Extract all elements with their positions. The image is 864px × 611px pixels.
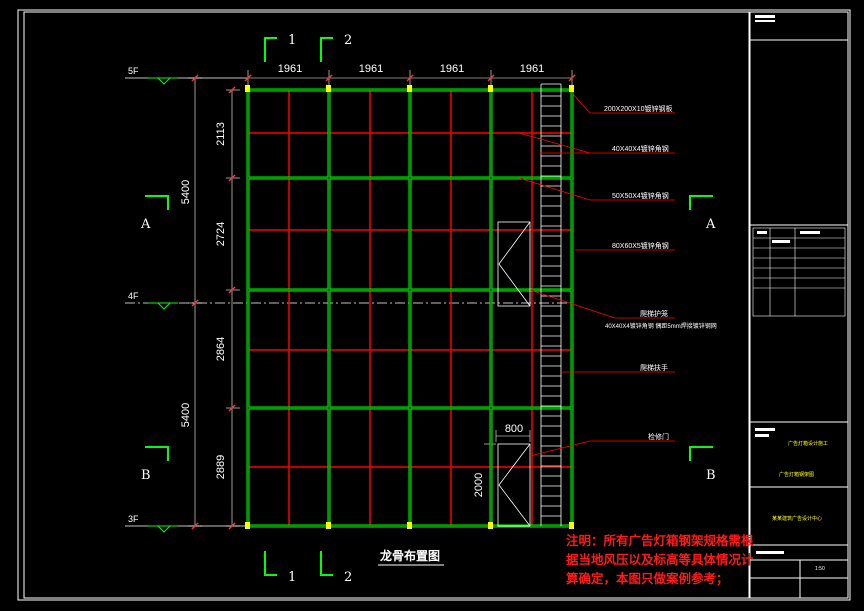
inspection-doors — [497, 221, 531, 527]
floor-label-3f: 3F — [128, 514, 139, 524]
section-top-1: 1 — [288, 33, 296, 48]
section-right-a: A — [705, 217, 716, 232]
floor-label-5f: 5F — [128, 66, 139, 76]
tb-project: 广告灯箱钢架图 — [779, 471, 814, 478]
dim-floor-lower: 5400 — [180, 403, 192, 427]
section-markers — [145, 37, 713, 576]
note-line-3: 算确定，本图只做案例参考； — [566, 571, 729, 586]
section-right-b: B — [706, 468, 716, 483]
tb-scale: 1:50 — [815, 566, 825, 572]
dim-top-4: 1961 — [520, 63, 544, 75]
section-bottom-2: 2 — [344, 570, 352, 585]
dim-row-2: 2724 — [215, 222, 227, 246]
label-ladder-cage: 爬梯护笼 — [640, 309, 668, 318]
title-block — [749, 11, 849, 599]
dim-floor-upper: 5400 — [180, 180, 192, 204]
label-angle-80: 80X60X5镀锌角钢 — [612, 241, 669, 250]
outer-frame — [17, 9, 851, 601]
leader-lines — [518, 92, 675, 457]
note-line-1: 注明：所有广告灯箱钢架规格需根 — [566, 533, 754, 548]
drawing-frame — [23, 11, 750, 599]
access-ladder — [540, 83, 562, 526]
section-left-b: B — [141, 468, 151, 483]
floor-label-4f: 4F — [128, 291, 139, 301]
anchor-plates — [245, 85, 574, 529]
dim-top-2: 1961 — [359, 63, 383, 75]
dim-row-1: 2113 — [215, 122, 227, 146]
dim-door-width: 800 — [505, 423, 523, 435]
label-angle-40: 40X40X4镀锌角钢 — [612, 144, 669, 153]
dim-top-3: 1961 — [440, 63, 464, 75]
dim-top-1: 1961 — [278, 63, 302, 75]
label-handrail: 爬梯扶手 — [640, 363, 668, 372]
dimension-ticks — [191, 74, 576, 530]
tb-designer: 某某建筑广告设计中心 — [772, 515, 822, 522]
dim-row-4: 2889 — [215, 455, 227, 479]
section-bottom-1: 1 — [288, 570, 296, 585]
dim-door-height: 2000 — [473, 473, 485, 497]
note-line-2: 据当地风压以及标高等具体情况计 — [566, 552, 754, 567]
label-angle-50: 50X50X4镀锌角钢 — [612, 191, 669, 200]
drawing-title: 龙骨布置图 — [380, 548, 440, 563]
section-top-2: 2 — [344, 33, 352, 48]
label-mesh: 40X40X4镀锌角钢 偶距5mm焊接镀锌钢网 — [605, 322, 717, 330]
label-access-door: 检修门 — [648, 432, 669, 441]
label-anchor-plate: 200X200X10镀锌钢板 — [604, 104, 672, 113]
section-left-a: A — [140, 217, 151, 232]
tb-company: 广告灯箱设计施工 — [788, 440, 828, 447]
dim-row-3: 2864 — [215, 337, 227, 361]
